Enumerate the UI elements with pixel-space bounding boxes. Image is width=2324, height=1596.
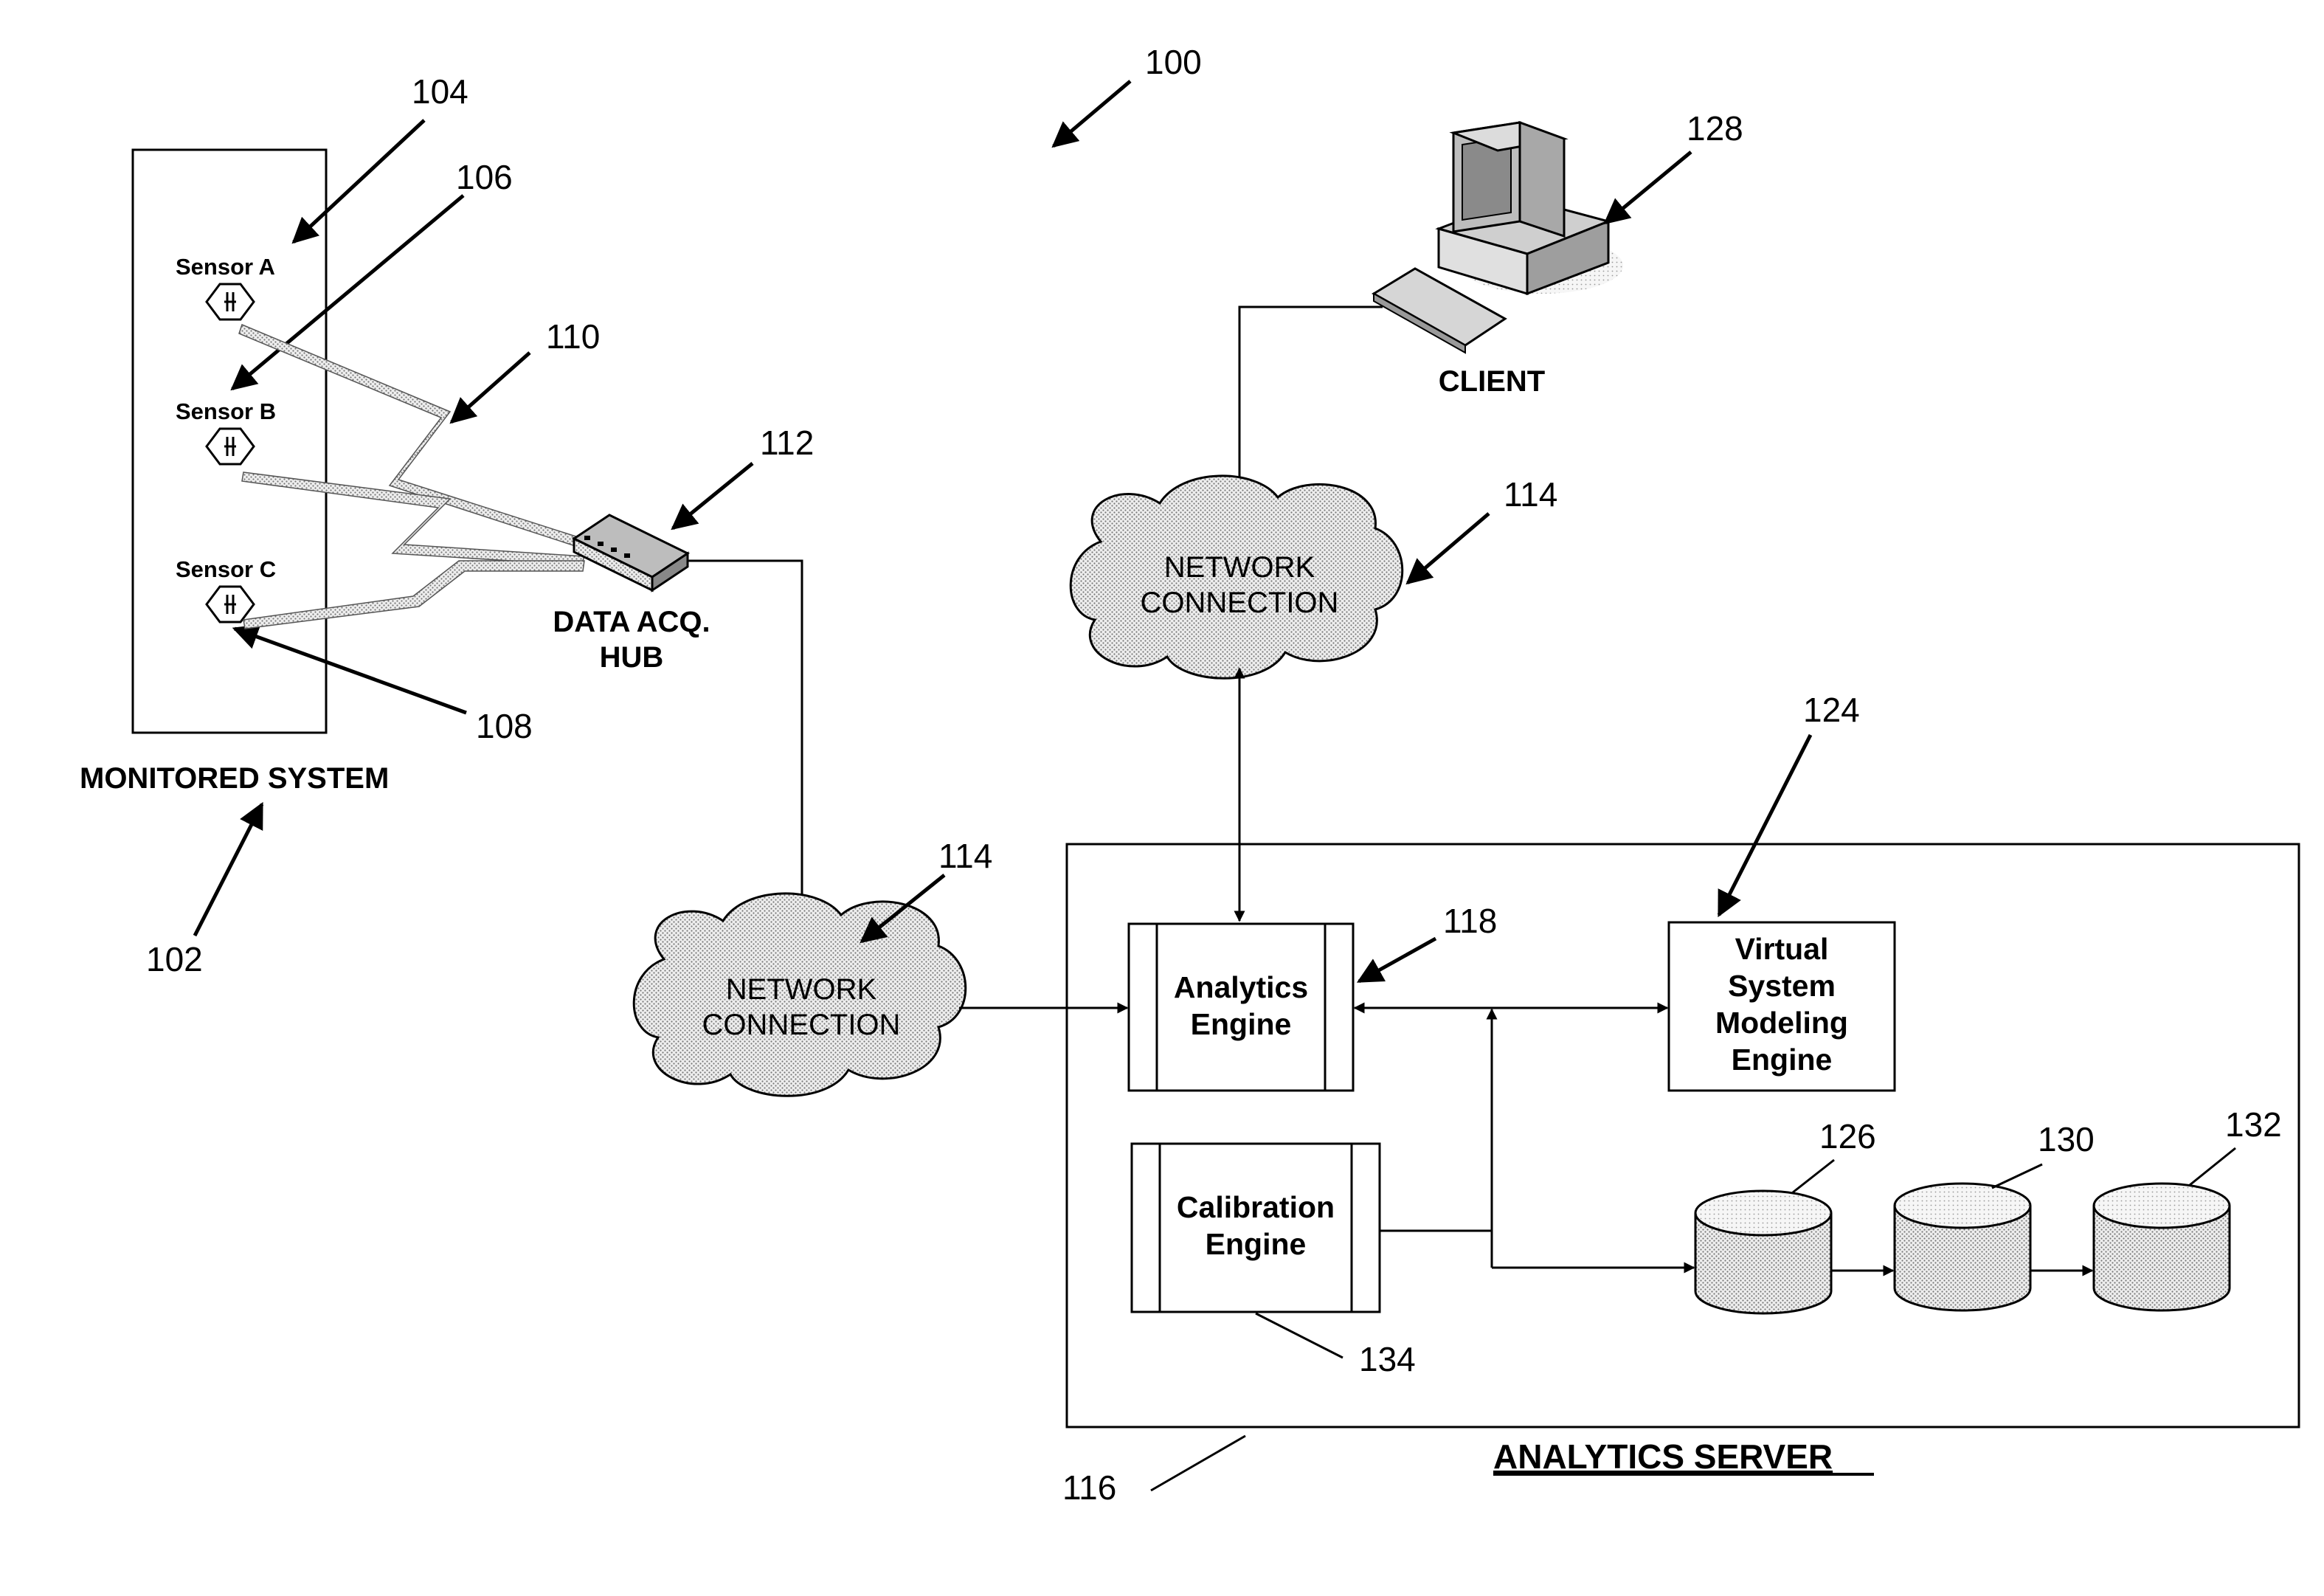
ref-108: 108 xyxy=(476,707,533,745)
calibration-engine-line2: Engine xyxy=(1206,1227,1307,1261)
analytics-server-label: ANALYTICS SERVER xyxy=(1493,1437,1833,1476)
ref-106: 106 xyxy=(456,158,513,196)
analytics-engine-line2: Engine xyxy=(1191,1007,1292,1041)
sensor-a-label: Sensor A xyxy=(176,254,275,280)
database-132-icon xyxy=(2094,1184,2230,1310)
ref-114-bottom: 114 xyxy=(938,837,992,875)
sensor-b-label: Sensor B xyxy=(176,398,276,424)
vsme-line3: Modeling xyxy=(1715,1006,1848,1040)
data-acq-hub-icon xyxy=(574,515,688,590)
network-top-line2: CONNECTION xyxy=(1141,587,1339,619)
ref-118-arrow xyxy=(1359,939,1436,981)
calibration-engine-line1: Calibration xyxy=(1177,1190,1335,1224)
ref-102-arrow xyxy=(195,804,262,936)
ref-126: 126 xyxy=(1819,1117,1876,1155)
monitored-system-label: MONITORED SYSTEM xyxy=(80,762,389,795)
ref-102: 102 xyxy=(146,940,203,978)
ref-134: 134 xyxy=(1359,1340,1416,1378)
ref-118: 118 xyxy=(1443,902,1497,940)
vsme-line2: System xyxy=(1728,969,1836,1003)
network-bottom-line2: CONNECTION xyxy=(702,1009,901,1041)
ref-128-arrow xyxy=(1605,152,1691,223)
ref-116-leader xyxy=(1151,1436,1245,1490)
network-top-line1: NETWORK xyxy=(1164,551,1315,584)
ref-124: 124 xyxy=(1803,691,1860,729)
vsme-line4: Engine xyxy=(1732,1043,1833,1077)
ref-126-leader xyxy=(1793,1160,1834,1192)
ref-104: 104 xyxy=(412,72,468,111)
vsme-line1: Virtual xyxy=(1735,932,1829,966)
client-label: CLIENT xyxy=(1439,365,1545,398)
ref-110: 110 xyxy=(546,317,600,356)
ref-116: 116 xyxy=(1062,1468,1116,1507)
client-computer-icon xyxy=(1374,122,1623,353)
sensor-c-label: Sensor C xyxy=(176,556,276,582)
database-126-icon xyxy=(1695,1191,1831,1313)
analytics-engine-line1: Analytics xyxy=(1174,970,1308,1004)
ref-112: 112 xyxy=(760,424,814,462)
database-130-icon xyxy=(1895,1184,2030,1310)
ref-100: 100 xyxy=(1145,43,1202,81)
ref-110-arrow xyxy=(452,353,530,422)
ref-130-leader xyxy=(1992,1164,2042,1188)
ref-132: 132 xyxy=(2225,1105,2282,1144)
ref-134-leader xyxy=(1256,1313,1343,1358)
ref-132-leader xyxy=(2190,1148,2235,1185)
ref-114-top: 114 xyxy=(1504,475,1557,514)
ref-114-top-arrow xyxy=(1408,514,1489,583)
ref-124-arrow xyxy=(1719,735,1811,915)
hub-label-line1: DATA ACQ. xyxy=(553,606,710,638)
ref-112-arrow xyxy=(673,463,753,528)
hub-label-line2: HUB xyxy=(600,641,664,674)
network-bottom-line1: NETWORK xyxy=(726,973,877,1006)
ref-128: 128 xyxy=(1687,109,1743,148)
ref-130: 130 xyxy=(2038,1120,2095,1158)
ref-100-arrow xyxy=(1054,81,1130,146)
client-to-network-link xyxy=(1239,307,1383,505)
